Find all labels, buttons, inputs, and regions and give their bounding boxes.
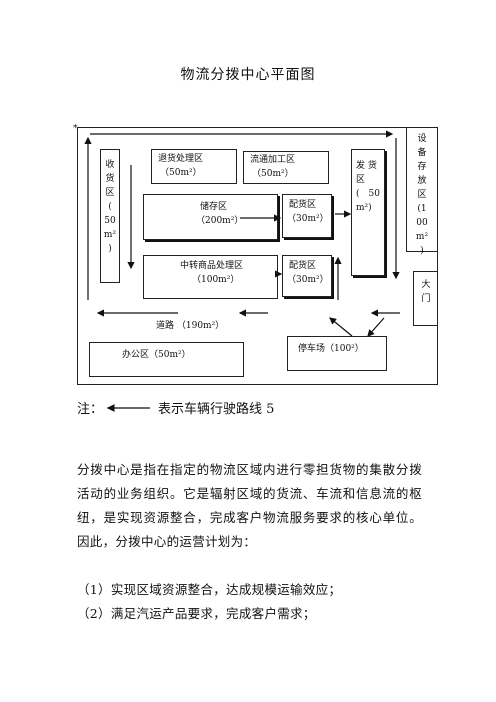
legend-text: 表示车辆行驶路线 5 — [158, 402, 275, 417]
transit-size: （100m²） — [192, 275, 240, 285]
stray-mark: * — [73, 124, 78, 134]
processing-label: 流通加工区 — [250, 155, 296, 165]
distribution-area-lower: 配货区 （30m²） — [282, 255, 332, 297]
road-label: 道路 （190m²） — [156, 321, 225, 331]
returns-label: 退货处理区 — [158, 154, 204, 164]
shipping-label-4: m²) — [356, 203, 372, 213]
dist-upper-label: 配货区 — [289, 200, 317, 210]
shipping-label-2: 区 — [356, 175, 366, 185]
list-item-1: （1）实现区域资源整合，达成规模运输效应； — [77, 582, 342, 597]
gate-label: 大门 — [421, 280, 431, 304]
processing-area: 流通加工区 （50m²） — [243, 151, 329, 184]
storage-size: （200m²） — [196, 216, 244, 226]
list-item-2: （2）满足汽运产品要求，完成客户需求； — [77, 606, 316, 621]
shipping-label-3: ( 50 — [356, 189, 380, 199]
shipping-area: 发 货 区 ( 50 m²) — [351, 149, 385, 276]
storage-label: 储存区 — [200, 202, 228, 212]
shipping-label-1: 发 货 — [356, 161, 377, 171]
dist-lower-size: （30m²） — [287, 275, 329, 285]
page-title: 物流分拨中心平面图 — [180, 67, 316, 83]
returns-area: 退货处理区 （50m²） — [151, 149, 237, 184]
main-gate: 大门 — [413, 271, 438, 326]
office-label: 办公区（50m²） — [122, 350, 191, 360]
plan-frame — [77, 127, 438, 385]
dist-upper-size: （30m²） — [287, 214, 329, 224]
transit-label: 中转商品处理区 — [180, 261, 244, 271]
parking-area: 停车场（100²） — [287, 336, 387, 371]
parking-label: 停车场（100²） — [298, 344, 364, 354]
storage-area: 储存区 （200m²） — [143, 194, 278, 240]
returns-size: （50m²） — [160, 168, 202, 178]
transit-area: 中转商品处理区 （100m²） — [143, 255, 278, 299]
dist-lower-label: 配货区 — [289, 261, 317, 271]
intro-paragraph: 分拨中心是指在指定的物流区域内进行零担货物的集散分拨活动的业务组织。它是辐射区域… — [77, 462, 422, 549]
processing-size: （50m²） — [252, 169, 294, 179]
legend-prefix: 注： — [77, 402, 104, 417]
office-area: 办公区（50m²） — [89, 342, 244, 377]
distribution-area-upper: 配货区 （30m²） — [282, 194, 332, 238]
